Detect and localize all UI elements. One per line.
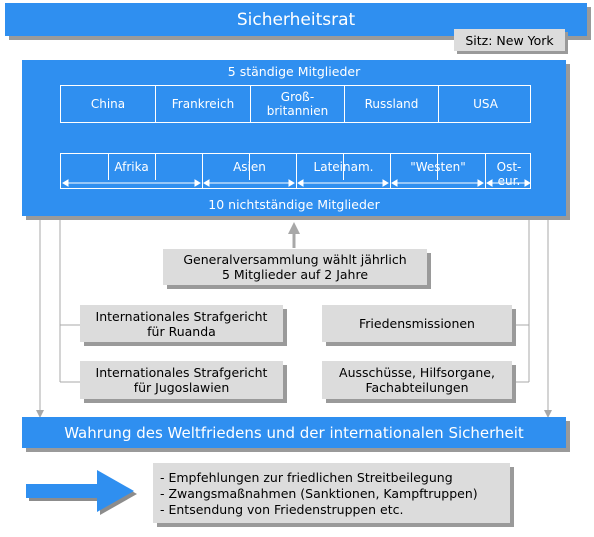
member-russia: Russland <box>344 86 438 122</box>
page-title: Sicherheitsrat <box>236 9 356 30</box>
mission-bar: Wahrung des Weltfriedens und der interna… <box>22 417 566 448</box>
permanent-members-label: 5 ständige Mitglieder <box>227 64 361 79</box>
assembly-arrow-head <box>288 222 300 234</box>
tribunal-rwanda-box: Internationales Strafgericht für Ruanda <box>80 305 283 342</box>
seat-divider <box>108 154 109 180</box>
member-france: Frankreich <box>155 86 250 122</box>
general-assembly-box: Generalversammlung wählt jährlich 5 Mitg… <box>163 249 427 285</box>
seat-divider <box>155 154 156 180</box>
region-eastern-europe: Ost- eur. <box>485 154 532 188</box>
seat-divider <box>343 154 344 180</box>
peace-missions-box: Friedensmissionen <box>322 305 512 342</box>
measure-item: - Empfehlungen zur friedlichen Streitbei… <box>160 470 453 485</box>
regions-row: Afrika Asien Lateinam. "Westen" Ost- eur… <box>60 153 531 189</box>
committees-box: Ausschüsse, Hilfsorgane, Fachabteilungen <box>322 361 512 399</box>
member-uk: Groß- britannien <box>250 86 344 122</box>
seat-span-arrows <box>62 179 531 187</box>
member-china: China <box>90 97 126 111</box>
seat-divider <box>437 154 438 180</box>
member-usa: USA <box>438 86 532 122</box>
nonpermanent-members-label: 10 nichtständige Mitglieder <box>208 197 380 212</box>
measure-item: - Entsendung von Friedenstruppen etc. <box>160 502 404 517</box>
tribunal-yugoslavia-box: Internationales Strafgericht für Jugosla… <box>80 361 283 399</box>
measure-item: - Zwangsmaßnahmen (Sanktionen, Kampftrup… <box>160 486 478 501</box>
region-africa: Afrika <box>114 160 149 174</box>
seat-divider <box>249 154 250 180</box>
council-box: 5 ständige Mitglieder China Frankreich G… <box>22 60 566 216</box>
permanent-members-row: China Frankreich Groß- britannien Russla… <box>60 85 531 123</box>
seat-label: Sitz: New York <box>454 29 565 51</box>
measures-box: - Empfehlungen zur friedlichen Streitbei… <box>153 463 510 523</box>
region-west: "Westen" <box>390 154 485 188</box>
